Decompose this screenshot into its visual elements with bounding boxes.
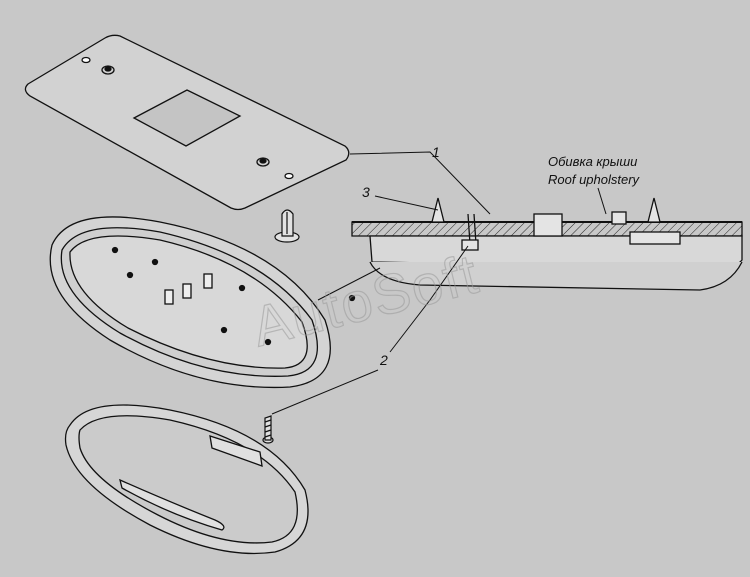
screw <box>262 415 274 444</box>
callout-1: 1 <box>432 144 440 160</box>
roof-section <box>351 197 743 291</box>
plastic-rivet <box>274 209 300 243</box>
lens-cover <box>64 404 309 555</box>
callout-3: 3 <box>362 184 370 200</box>
leader-lines <box>271 151 607 415</box>
lamp-housing <box>49 216 356 389</box>
caption-ru: Обивка крыши <box>548 154 637 169</box>
gasket-plate <box>24 34 350 211</box>
callout-2: 2 <box>379 352 388 368</box>
caption-en: Roof upholstery <box>548 172 641 187</box>
watermark: AutoSoft <box>246 241 485 358</box>
